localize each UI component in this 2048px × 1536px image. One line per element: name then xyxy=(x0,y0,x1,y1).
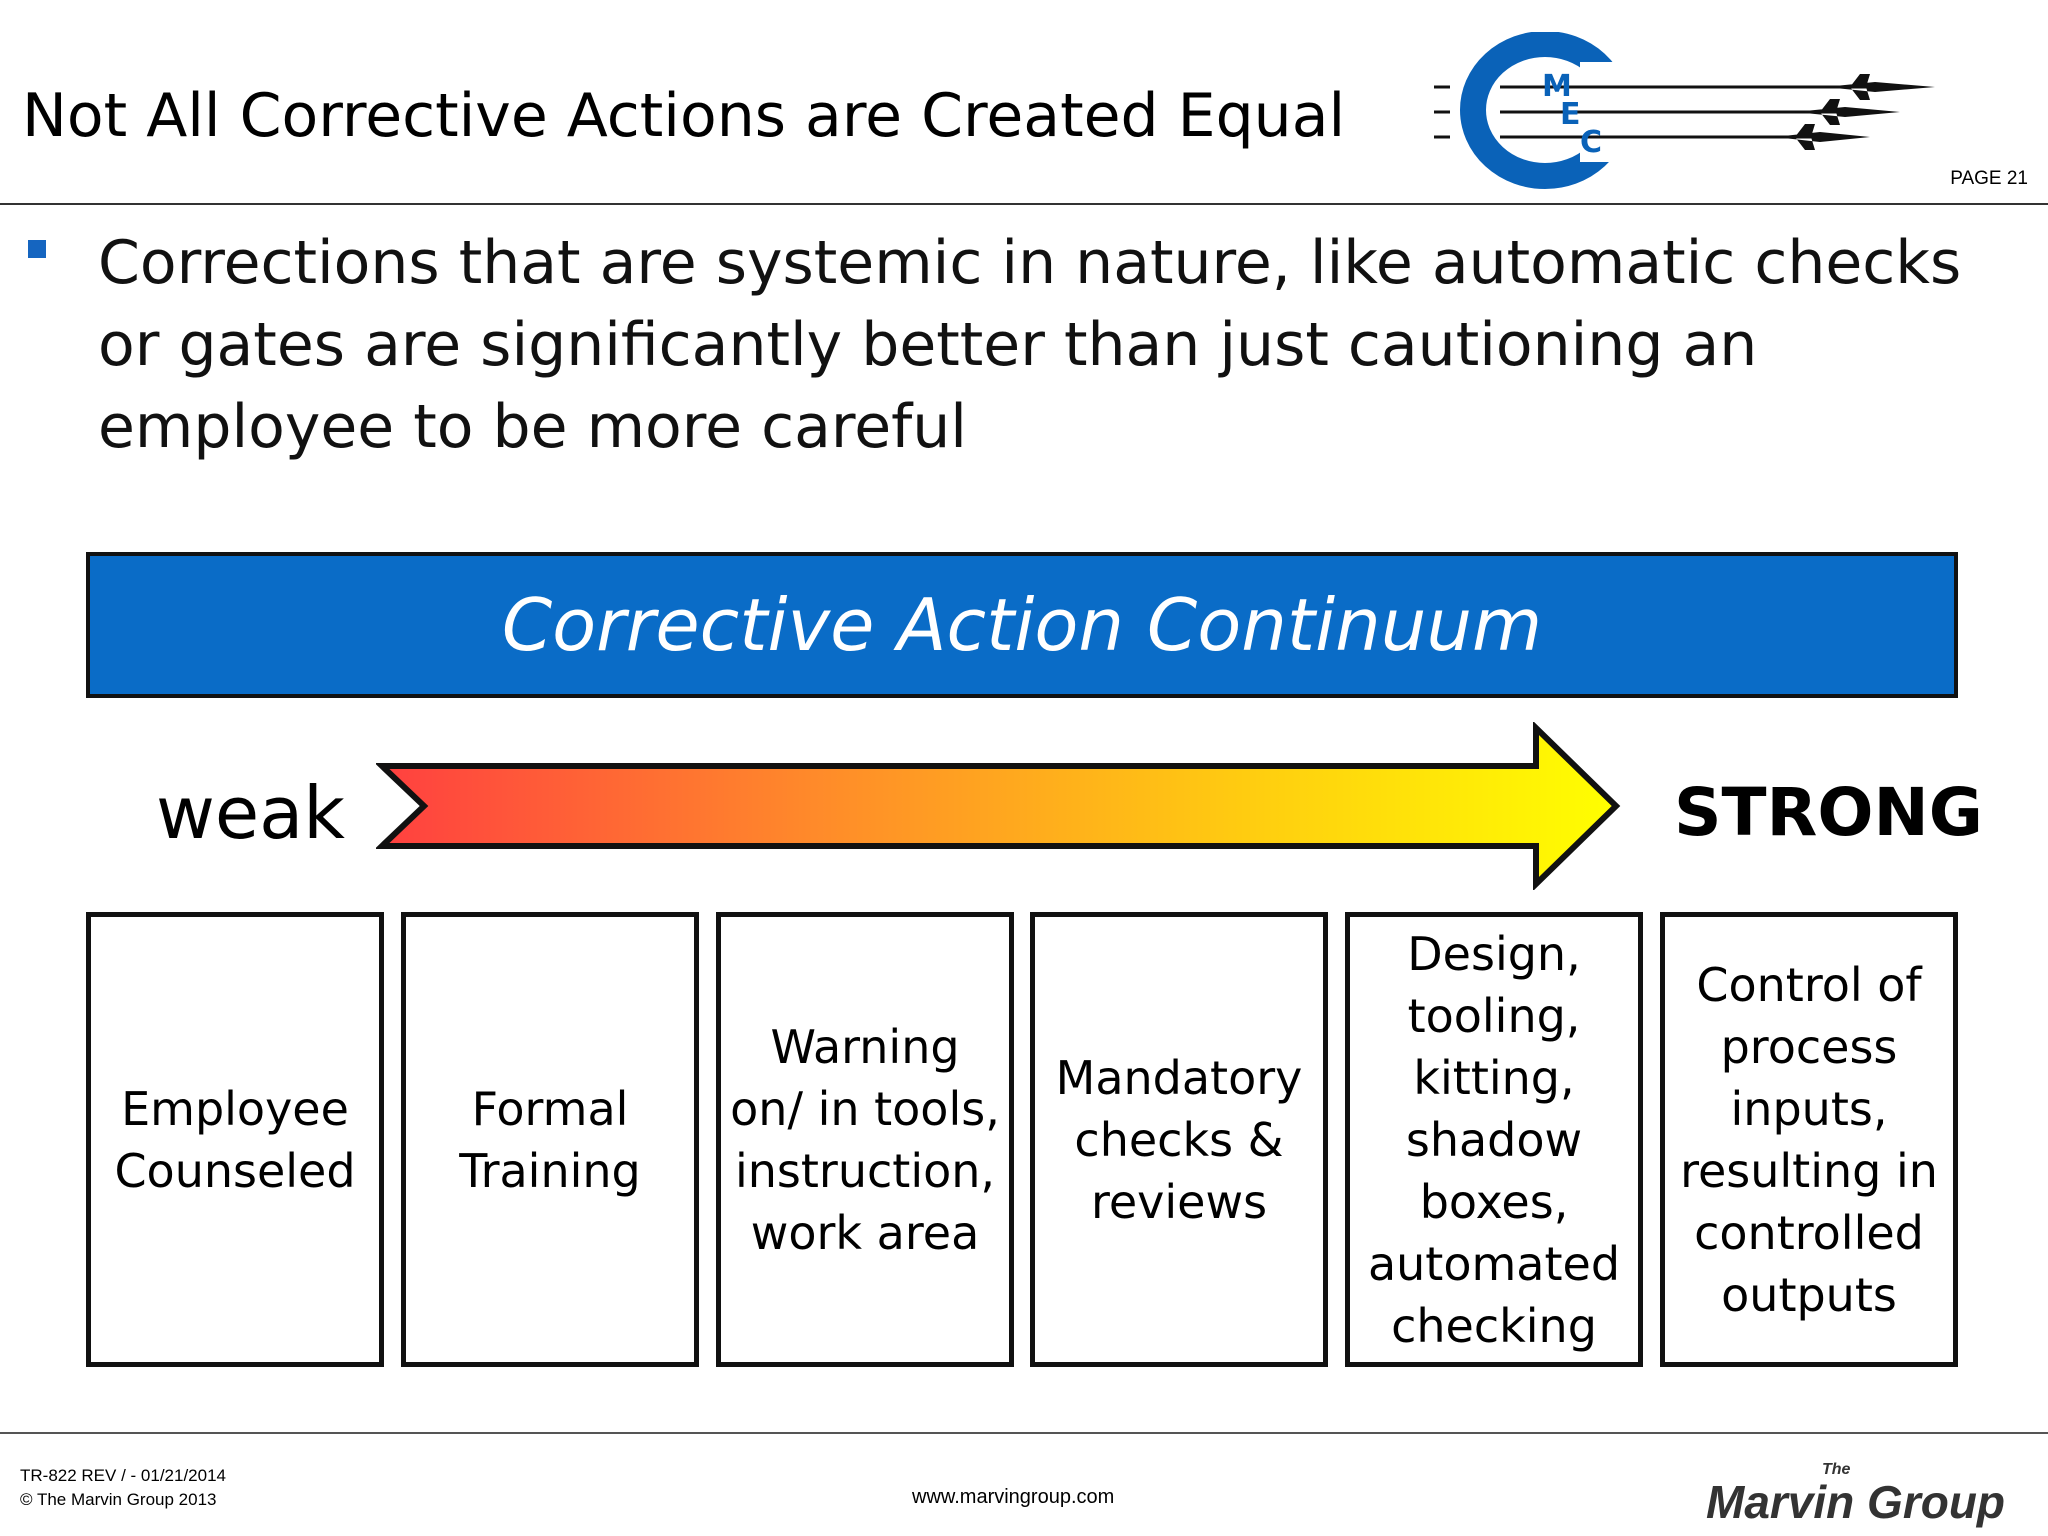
footer-divider xyxy=(0,1432,2048,1434)
slide-title: Not All Corrective Actions are Created E… xyxy=(22,81,1346,151)
strong-label: STRONG xyxy=(1674,774,1983,851)
copyright: © The Marvin Group 2013 xyxy=(20,1490,217,1509)
bullet-square-icon xyxy=(28,240,46,258)
continuum-box-formal-training: Formal Training xyxy=(401,912,699,1367)
brand-name: Marvin Group xyxy=(1706,1476,2005,1528)
logo-letter-m: M xyxy=(1542,69,1572,104)
page-number: PAGE 21 xyxy=(1950,168,2028,189)
bullet-text: Corrections that are systemic in nature,… xyxy=(98,228,1962,462)
doc-reference: TR-822 REV / - 01/21/2014 xyxy=(20,1466,227,1485)
continuum-title: Corrective Action Continuum xyxy=(501,583,1543,667)
jet-icons xyxy=(1775,74,1935,150)
marvin-group-logo: The Marvin Group xyxy=(1706,1461,2005,1528)
logo-letter-c: C xyxy=(1580,125,1602,160)
continuum-box-employee-counseled: Employee Counseled xyxy=(86,912,384,1367)
weak-label: weak xyxy=(156,771,345,855)
continuum-banner: Corrective Action Continuum xyxy=(86,552,1958,698)
mec-logo: M E C xyxy=(1434,32,1935,189)
continuum-box-warning: Warning on/ in tools, instruction, work … xyxy=(716,912,1014,1367)
strength-arrow-icon xyxy=(376,722,1621,890)
logo-letter-e: E xyxy=(1560,97,1581,132)
header-divider xyxy=(0,203,2048,205)
continuum-box-process-control: Control of process inputs, resulting in … xyxy=(1660,912,1958,1367)
footer-url: www.marvingroup.com xyxy=(912,1486,1115,1508)
footer-doc-info: TR-822 REV / - 01/21/2014 © The Marvin G… xyxy=(20,1464,226,1512)
continuum-box-design-tooling: Design, tooling, kitting, shadow boxes, … xyxy=(1345,912,1643,1367)
speed-lines xyxy=(1434,85,1450,139)
continuum-box-mandatory-checks: Mandatory checks & reviews xyxy=(1030,912,1328,1367)
brand-small: The xyxy=(1822,1461,1851,1478)
